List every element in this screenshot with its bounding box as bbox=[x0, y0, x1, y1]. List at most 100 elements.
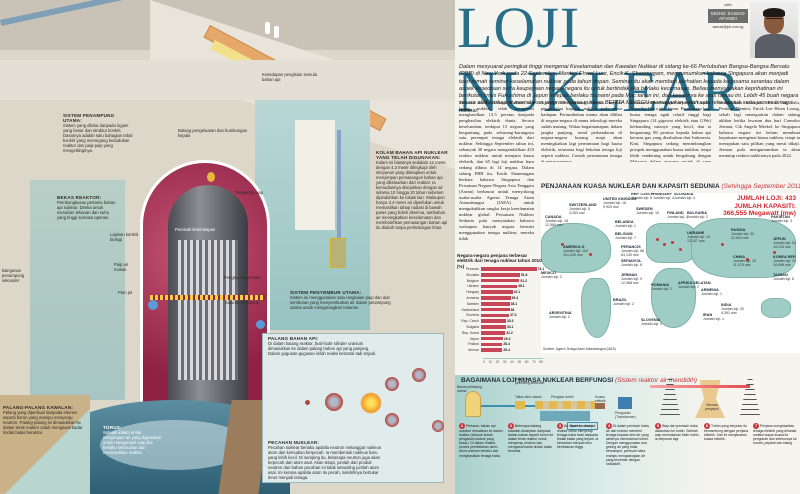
article-column-2: dijangka menyumbang banyak kepada pengha… bbox=[541, 100, 622, 162]
chart-bar bbox=[481, 336, 503, 341]
lede-paragraph: Dalam mesyuarat peringkat tinggi mengena… bbox=[459, 64, 799, 114]
chart-value: 28.4 bbox=[503, 348, 510, 353]
chart-bar bbox=[481, 267, 537, 271]
chart-bar bbox=[481, 302, 510, 306]
north-america bbox=[541, 223, 611, 273]
chart-value: 74.1 bbox=[537, 267, 545, 272]
chart-value: 29.2 bbox=[503, 336, 511, 341]
map-source: Sumber: Agensi Tenaga Atom Antarabangsa … bbox=[543, 347, 616, 351]
reactor-schematic bbox=[465, 391, 481, 417]
fragment-atom-icon bbox=[432, 420, 444, 432]
byline-prefix: oleh bbox=[724, 2, 732, 7]
foundation bbox=[0, 395, 90, 494]
chart-bar bbox=[481, 313, 509, 318]
fission-burst-icon bbox=[360, 392, 382, 414]
label-steam-dryer: Pengering wap bbox=[235, 190, 263, 195]
total-capacity: 366,555 Megawatt (mw) bbox=[723, 210, 796, 218]
worker-figure bbox=[265, 22, 270, 34]
power-line bbox=[650, 385, 750, 388]
australia bbox=[761, 298, 791, 318]
chart-category: Switzerland bbox=[461, 307, 479, 312]
fission-panel bbox=[262, 333, 444, 483]
wetwell-area bbox=[30, 180, 125, 400]
page-title: LOJI NUKLEAR bbox=[457, 0, 742, 124]
nozzle bbox=[256, 320, 265, 329]
chart-row: Jepun 29.2 bbox=[457, 337, 511, 341]
chart-value: 39.4 bbox=[511, 296, 519, 301]
label-feedwater: Paip air masuk bbox=[114, 262, 129, 272]
label-water: Sumber air sejuk bbox=[567, 422, 599, 430]
vessel-flange bbox=[150, 295, 265, 300]
label-steam: Talian stim utama bbox=[515, 395, 542, 399]
chart-value: 48.1 bbox=[518, 284, 525, 289]
chart-bar bbox=[481, 331, 506, 335]
x-tick: 20 bbox=[495, 360, 500, 364]
chart-category: Jerman bbox=[467, 348, 479, 353]
chart-category: Sweden bbox=[466, 301, 479, 306]
generator-schematic bbox=[595, 403, 605, 409]
nuclear-share-chart: Negara-negara penjana terbesar elektrik … bbox=[457, 253, 545, 371]
fragment-atom-icon bbox=[385, 377, 399, 391]
chart-bar bbox=[481, 342, 503, 347]
chart-value: 33.1 bbox=[506, 325, 514, 330]
chart-category: Rep. Czech bbox=[461, 319, 479, 324]
chart-row: Jerman 28.4 bbox=[457, 348, 510, 352]
chart-bar bbox=[481, 307, 510, 312]
transformer-schematic bbox=[618, 397, 632, 409]
chart-value: 38.1 bbox=[510, 301, 518, 306]
label-turbine: Pengisar turbin bbox=[551, 395, 574, 399]
article-columns: dijangka menyumbang banyak kepada pengha… bbox=[541, 100, 800, 162]
label-bioshield: Lapisan konkrit biologi bbox=[110, 232, 139, 242]
chart-category: Ukraine bbox=[467, 284, 479, 289]
chart-bar bbox=[481, 284, 518, 289]
x-tick: 50 bbox=[517, 360, 522, 364]
author-name: MOHD SAMAD AFANDI bbox=[708, 9, 748, 23]
nozzle bbox=[148, 300, 158, 310]
label-pipe: Batang pengeluaran dan bumbungan kepala bbox=[178, 128, 248, 138]
map-totals: JUMLAH LOJI: 433 JUMLAH KAPASITI: 366,55… bbox=[723, 195, 796, 218]
chart-row: Armenia 39.4 bbox=[457, 296, 518, 300]
steam-valve bbox=[515, 401, 525, 409]
asia bbox=[691, 218, 796, 278]
how-heading: BAGAIMANA LOJI KUASA NUKLEAR BERFUNGSI (… bbox=[461, 377, 698, 384]
chart-category: Slovakia bbox=[466, 272, 479, 277]
africa bbox=[651, 268, 696, 328]
pool-wall bbox=[295, 120, 335, 230]
reactor-illustration: Kesedapan pengisian semula bahan api SIS… bbox=[0, 0, 455, 494]
chart-row: Sweden 38.1 bbox=[457, 302, 517, 306]
map-pin bbox=[561, 243, 564, 246]
label-crane: Kesedapan pengisian semula bahan api bbox=[262, 72, 317, 82]
chart-category: Slovenia bbox=[465, 313, 479, 318]
article-panel: LOJI NUKLEAR oleh MOHD SAMAD AFANDI sama… bbox=[455, 0, 800, 494]
map-pin bbox=[663, 243, 666, 246]
chart-row: Ukraine 48.1 bbox=[457, 284, 525, 289]
label-tower: Menara penyejuk bbox=[705, 403, 719, 411]
chart-category: Rep. Korea bbox=[461, 330, 479, 335]
chart-category: Armenia bbox=[466, 296, 479, 301]
fragment-atom-icon bbox=[385, 413, 399, 427]
chart-category: Bulgaria bbox=[466, 325, 479, 330]
chart-category: Jepun bbox=[469, 336, 479, 341]
